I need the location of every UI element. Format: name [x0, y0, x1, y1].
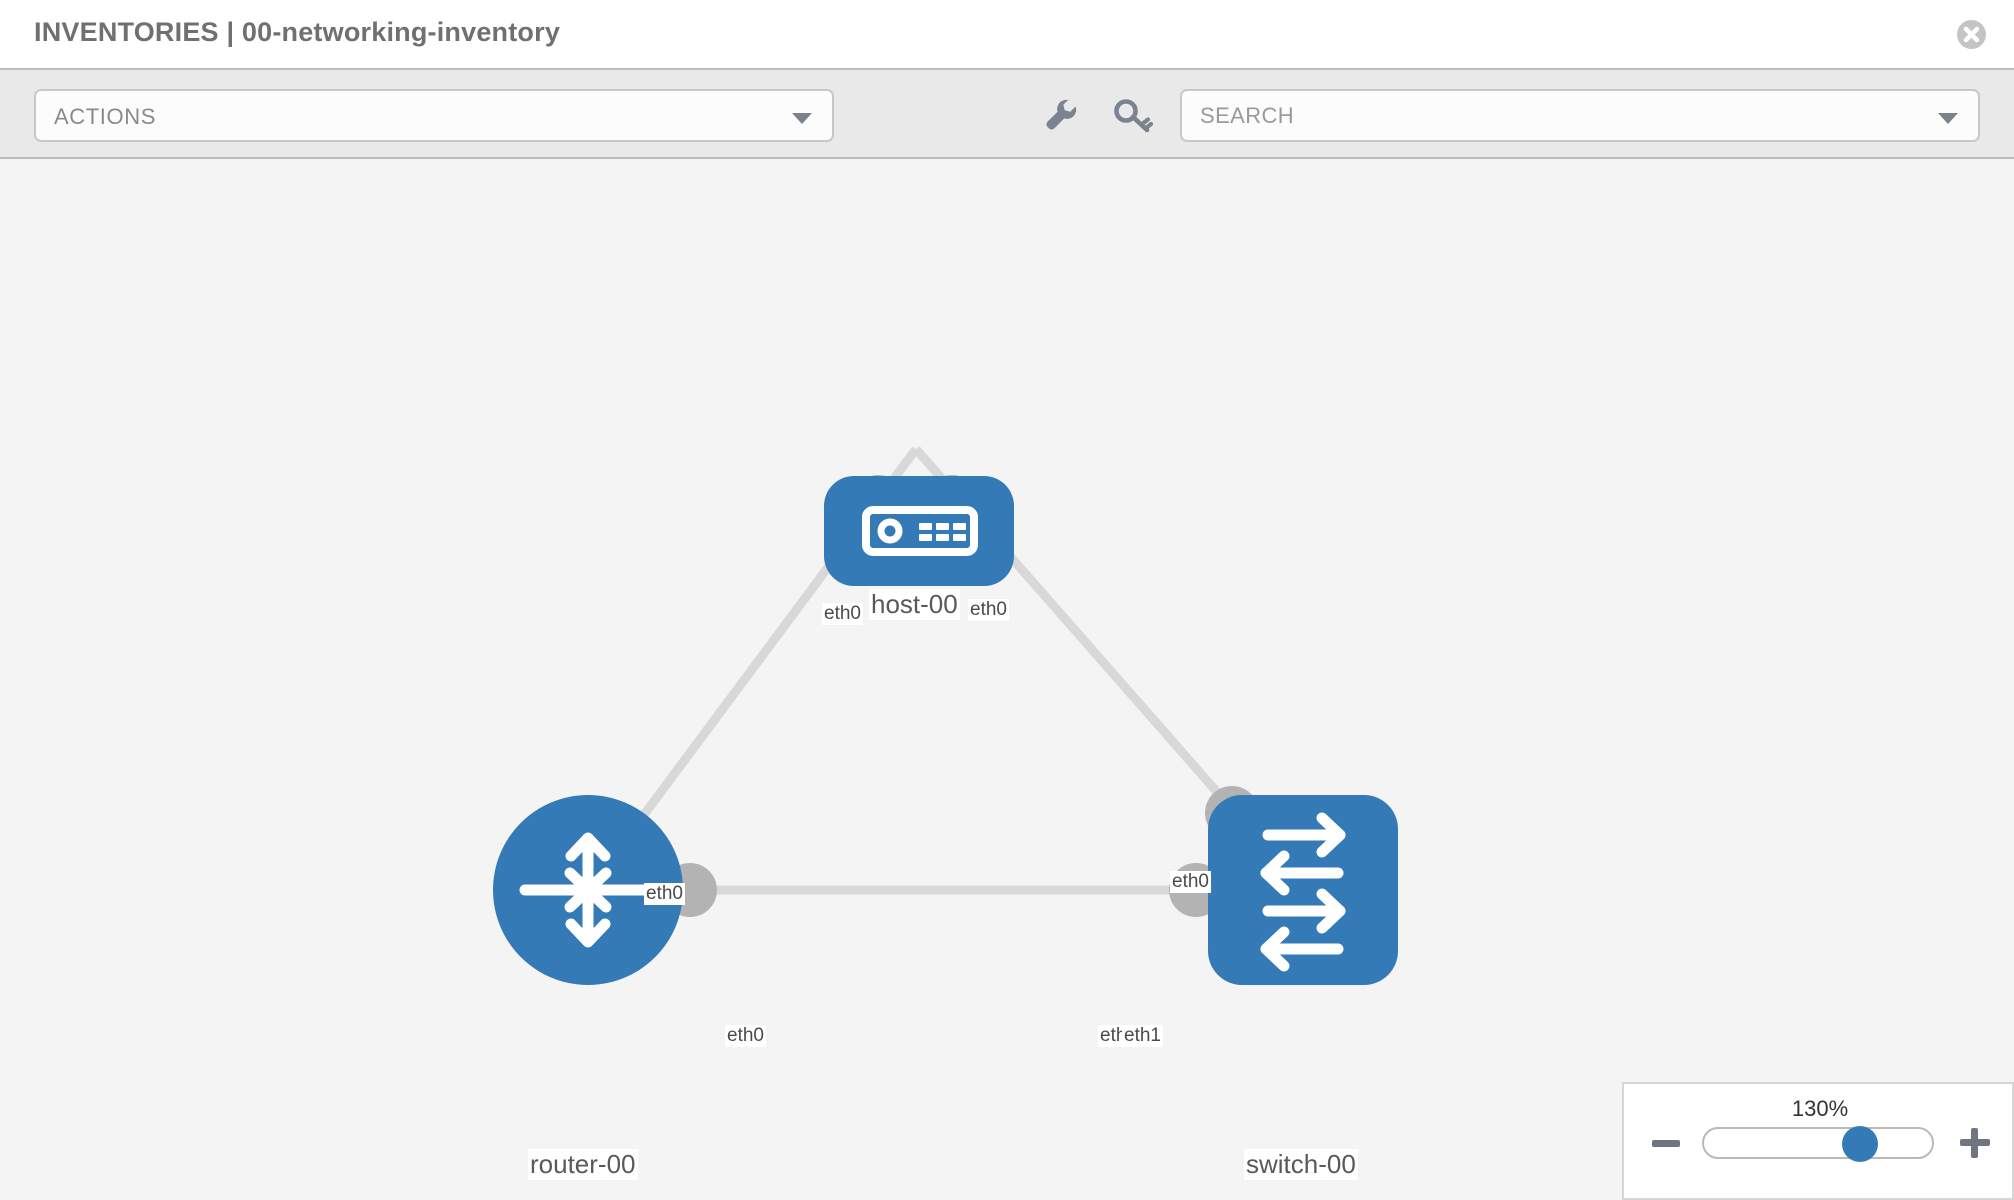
iface-label: eth0 [644, 883, 685, 905]
switch-arrows-icon [1260, 812, 1346, 972]
plus-icon[interactable] [1960, 1128, 1990, 1158]
key-icon[interactable] [1110, 92, 1156, 138]
chevron-down-icon[interactable] [1938, 113, 1958, 124]
iface-label: eth0 [968, 599, 1009, 621]
topology-graph [493, 446, 1398, 985]
actions-dropdown[interactable]: ACTIONS [34, 89, 834, 142]
zoom-control-panel: 130% [1622, 1082, 2014, 1200]
search-input[interactable] [1200, 91, 1930, 140]
zoom-slider-handle[interactable] [1842, 1126, 1878, 1162]
iface-label: eth [1098, 1025, 1129, 1047]
iface-label: eth0 [822, 603, 863, 625]
node-switch-00 [1208, 795, 1398, 985]
actions-dropdown-label: ACTIONS [54, 104, 156, 129]
page-title: INVENTORIES | 00-networking-inventory [34, 17, 561, 47]
toolbar: ACTIONS [0, 68, 2014, 159]
node-label-router: router-00 [528, 1149, 638, 1180]
zoom-slider-track[interactable] [1702, 1127, 1934, 1159]
topology-canvas[interactable]: eth0 eth0 eth0 eth0 eth0 eth eth1 host-0… [0, 159, 2014, 1200]
node-switch-00-shape [1208, 795, 1398, 985]
node-host-00-shape [824, 476, 1014, 586]
router-arrows-icon [519, 832, 657, 948]
chevron-down-icon [792, 113, 812, 124]
server-icon [862, 506, 978, 556]
wrench-icon[interactable] [1038, 92, 1084, 138]
iface-label: eth0 [725, 1025, 766, 1047]
close-icon[interactable] [1957, 20, 1986, 49]
zoom-level-value: 130% [1791, 1096, 1849, 1121]
node-host-00 [824, 476, 1014, 586]
search-box[interactable] [1180, 89, 1980, 142]
node-router-00 [493, 795, 683, 985]
node-label-switch: switch-00 [1244, 1149, 1358, 1180]
iface-label: eth1 [1122, 1025, 1163, 1047]
iface-label: eth0 [1170, 871, 1211, 893]
title-bar: INVENTORIES | 00-networking-inventory [0, 0, 2014, 68]
node-label-host: host-00 [869, 589, 960, 620]
minus-icon[interactable] [1652, 1140, 1680, 1147]
